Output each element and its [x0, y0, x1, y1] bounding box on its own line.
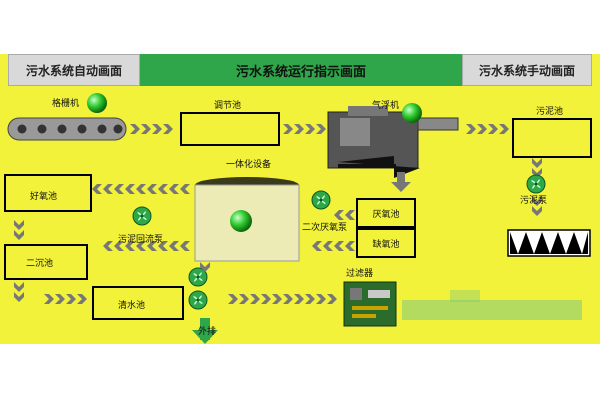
grille-label: 格栅机 — [52, 99, 80, 109]
discharge-arrow-icon — [192, 318, 218, 344]
flow-arrow-icon — [228, 294, 337, 304]
flow-arrow-icon — [14, 220, 24, 240]
flow-arrow-icon — [391, 172, 411, 192]
grille-machine — [7, 117, 127, 141]
fan-icon — [188, 290, 208, 310]
fan-icon — [311, 190, 331, 210]
sludge-hopper — [507, 229, 591, 257]
flow-arrow-icon — [44, 294, 87, 304]
aerobic-tank[interactable] — [4, 174, 92, 212]
fan-icon — [132, 206, 152, 226]
secondary-anoxic-pump-label: 二次厌氧泵 — [302, 223, 348, 233]
flow-arrow-icon — [283, 124, 326, 134]
filter-output — [402, 290, 582, 320]
sludge-tank-label: 污泥池 — [536, 107, 564, 117]
running-indicator-icon — [402, 103, 422, 123]
flow-arrow-icon — [14, 282, 24, 302]
running-indicator-icon — [230, 210, 252, 232]
flow-arrow-icon — [92, 184, 190, 194]
fan-icon — [526, 174, 546, 194]
machine-icon — [327, 106, 459, 178]
sludge-pump-label: 污泥泵 — [520, 196, 548, 206]
tab-auto-screen[interactable]: 污水系统自动画面 — [8, 54, 140, 86]
regulating-tank[interactable] — [180, 112, 280, 146]
running-indicator-icon — [87, 93, 107, 113]
secondary-clarifier-label: 二沉池 — [26, 259, 54, 269]
regulating-tank-label: 调节池 — [214, 101, 242, 111]
integrated-equipment-label: 一体化设备 — [226, 160, 272, 170]
flotation-label: 气浮机 — [372, 101, 400, 111]
clear-water-tank-label: 清水池 — [118, 301, 146, 311]
secondary-clarifier-tank[interactable] — [4, 244, 88, 280]
flow-arrow-icon — [334, 210, 355, 220]
flow-arrow-icon — [466, 124, 509, 134]
anaerobic-tank[interactable]: 厌氧池 — [356, 198, 416, 228]
clear-water-tank[interactable] — [92, 286, 184, 320]
discharge-label: 外排 — [198, 327, 217, 337]
aerobic-tank-label: 好氧池 — [30, 192, 58, 202]
filter-label: 过滤器 — [346, 269, 374, 279]
sludge-tank[interactable] — [512, 118, 592, 158]
tab-manual-screen[interactable]: 污水系统手动画面 — [462, 54, 592, 86]
sludge-return-pump-label: 污泥回流泵 — [118, 235, 164, 245]
page-title: 污水系统运行指示画面 — [140, 54, 462, 86]
anoxic-tank[interactable]: 缺氧池 — [356, 228, 416, 258]
filter-board-icon — [343, 281, 397, 327]
flow-arrow-icon — [312, 241, 355, 251]
flow-arrow-icon — [130, 124, 173, 134]
